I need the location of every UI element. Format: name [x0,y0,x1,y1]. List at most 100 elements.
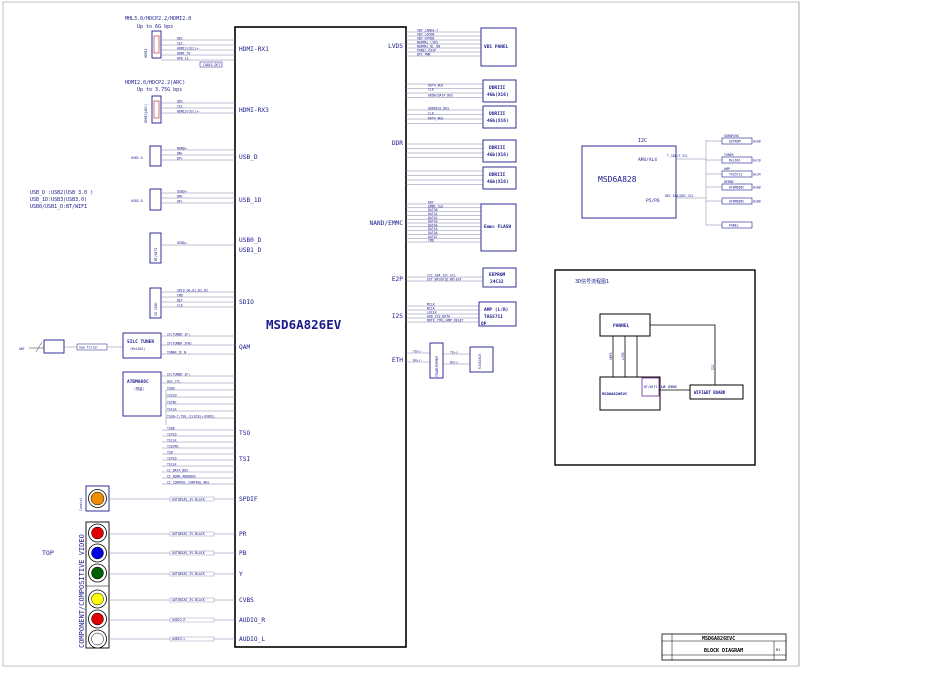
pin-nand-emmc: NAND/EMMC [369,220,403,227]
ddr-chip-size-3: 4Gb(X16) [487,179,509,185]
eth-signal-2: TX+/- [450,351,460,355]
tsi-signal-0: TSD0 [167,426,175,430]
av-connector-label: COMPONENT/COMPOSITIVE VIDEO [78,534,86,648]
usb-legend-3: USB0/USB1_D:BT/WIFI [30,204,87,210]
pin-pb: PB [239,550,247,557]
pin-spdif: SPDIF [239,496,258,503]
hdmi1-connector-label: HDMI1 [144,48,148,58]
emmc-signal-8: DATA6 [428,231,438,235]
i2c-device-label-1: TUNER [724,153,734,157]
flow-v1: VBY1 [609,352,613,360]
ddr-signal-2: ADDR/DATA_BUS [428,93,453,97]
saw-filter-label: Saw filter [79,346,98,350]
emmc-signal-7: DATA5 [428,227,438,231]
emmc-signal-2: DATA0 [428,208,438,212]
i2c-device-name-1: MxL661 [729,158,741,162]
amp-signal-2: LRCLK [427,311,437,315]
emmc-label: Emmc FLASH [484,224,511,230]
title-name: BLOCK DIAGRAM [704,648,743,654]
tso-signal-2: TSDO [167,386,175,390]
av-signal-4: AUDIO-R [172,618,186,622]
amp-signal-4: MUTE_CTRL/AMP_RESET [427,319,464,323]
hdmi3-signal-1: CEC [177,104,183,108]
mcu-pin2: P5/P6 [646,198,660,204]
flow-v2: LVDS [621,352,625,360]
flow-v3: I2C [711,364,715,370]
av-signal-5: AUDIO-L [172,637,186,641]
hdmi1-signal-1: CEC [177,41,183,45]
pin-usb0-d: USB0_D [239,237,262,244]
rj45-label: RJ45JACK [478,354,482,369]
i2c-device-name-0: EEPROM [729,139,741,143]
pin-qam: QAM [239,344,250,351]
flow-wifi-block [689,384,744,400]
eeprom-sig-2: EXT_WP(GPIO_WP)EXT [427,278,462,282]
ddr-chip-name-1: DDRIII [489,111,506,117]
tsi-signal-7: CI_DATA_BUS [167,468,188,472]
demod-block [122,371,162,417]
hdmi3-header: HDMI2.0/HDCP2.2(ARC) [125,80,185,86]
emmc-signal-10: CMD [428,239,434,243]
amp-signal-0: MCLK [427,303,435,307]
flow-small: BT/WIFI [644,385,658,389]
tso-signal-6: TSO0~7,TS0_(CLOCK)+(PADS) [167,414,215,418]
tuner-signal-2: TUNER_IF_N [167,350,186,354]
sdio-signal-0: SDIO_D0,D1,D2,D3 [177,288,208,292]
hdmi1-signal-3: HDMI_5V [177,51,191,55]
pin-usb-1d: USB_1D [239,197,262,204]
soc-name: MSD6A826EV [266,317,342,332]
i2c-device-name-4: ATBM886C [729,199,744,203]
flow-small-block [641,377,660,397]
sdio-signal-2: DET [177,298,183,302]
top-label: TOP [42,549,54,557]
pin-audio-r: AUDIO_R [239,617,265,624]
ddr-chip-size-1: 4Gb(X16) [487,118,509,124]
tso-signal-3: TSVLD [167,393,177,397]
emmc-signal-4: DATA2 [428,216,438,220]
tuner-name: SILC TUNER [127,339,154,345]
eth-magnetics-label: TRANSFORMER [435,356,439,377]
hdmi3-connector [151,95,162,124]
rf-input [43,339,65,354]
hdmi1-speed: Up to 6G bps [137,24,173,30]
i2c-device-addr-2: 0x34 [753,172,761,176]
pin-usb1-d: USB1_D [239,247,262,254]
flow-soc: MSD6A826EVC [602,391,627,396]
emmc-signal-5: DATA3 [428,220,438,224]
mcu-block [581,145,677,219]
ddr-signal-4: CLK [428,111,434,115]
ddr-chip-name-3: DDRIII [489,172,506,178]
i2c-device-label-2: AMP [724,167,730,171]
eth-magnetics [429,342,444,379]
ddr-signal-1: CLK [428,87,434,91]
hdmi3-signal-0: DDC [177,99,183,103]
bt-wifi-label: BT/WIFI [154,247,158,261]
vb1-panel-label: VB1 PANEL [484,44,509,50]
tso-signal-0: IF(TUNER IF) [167,372,190,376]
usb1d-signal-2: DP+ [177,199,183,203]
pin-usb-d: USB_D [239,154,258,161]
pin-eth: ETH [392,357,403,364]
demod-name: ATBM886C [127,379,149,385]
tuner-model: (MxL661) [130,347,145,351]
ddr-signal-3: ADDRESS_BUS [428,106,449,110]
emmc-block [480,203,517,252]
usb1d-signal-0: USB3+- [177,189,189,193]
usbd-signal-2: DP+ [177,156,183,160]
usb3-connector [149,188,162,211]
pin-cvbs: CVBS [239,597,254,604]
pin-audio-l: AUDIO_L [239,636,265,643]
lvds-signal-2: VBY_HTPDN [417,37,434,41]
rj45-jack [469,346,494,373]
tsi-signal-9: CI_CONTROL_CONTROL_BUS [167,480,209,484]
pin-y: Y [239,571,243,578]
demod-note: (预留) [134,386,144,391]
tsi-signal-1: TSVLD [167,432,177,436]
tsi-signal-8: CI_ADDR_ADDRBUS [167,474,196,478]
eth-signal-3: RX+/- [450,361,460,365]
hdmi3-signal-2: HDMI3(CEC)+- [177,109,200,113]
ddr-chip-size-2: 4Gb(X16) [487,152,509,158]
mcu-name: MSD6A828 [598,175,637,184]
i2c-device-label-3: DEMOD [724,180,734,184]
